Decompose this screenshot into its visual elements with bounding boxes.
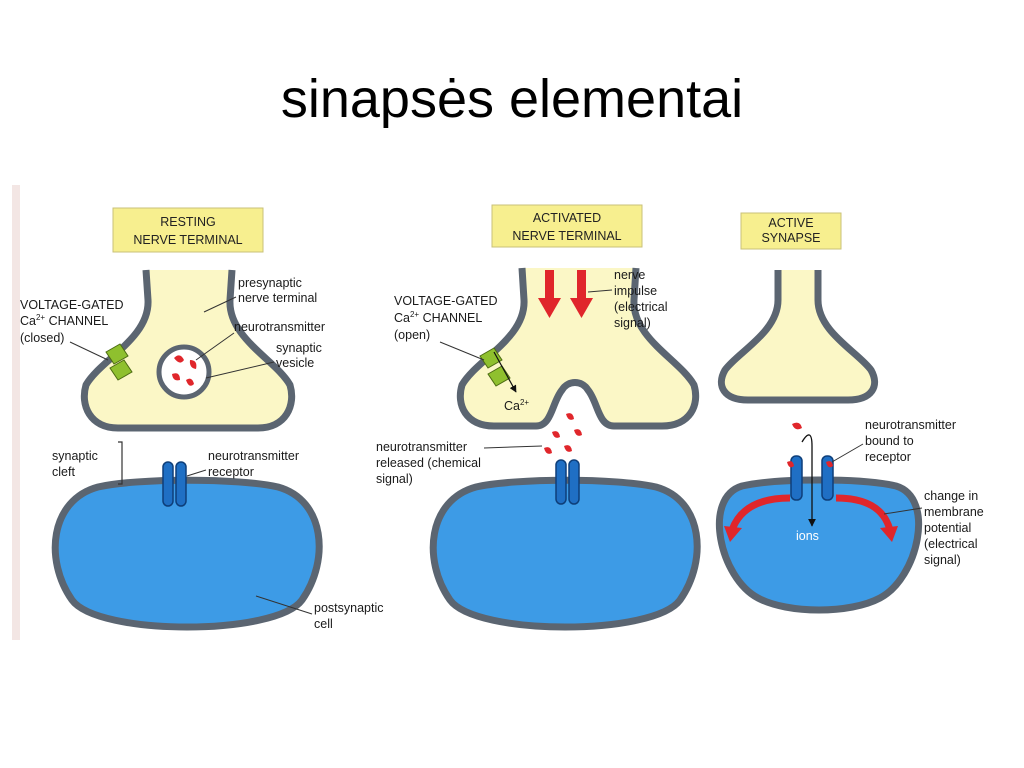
- active-header-line2: SYNAPSE: [761, 231, 820, 245]
- nerve-impulse-arrow-icon: [538, 270, 593, 318]
- resting-receptor-label-2: receptor: [208, 465, 254, 479]
- impulse-label-1: nerve: [614, 268, 645, 282]
- potential-label-3: potential: [924, 521, 971, 535]
- active-presynaptic-terminal: [717, 270, 879, 404]
- calcium-influx-arrow-icon: [493, 351, 517, 393]
- resting-presynaptic-label-1: presynaptic: [238, 276, 302, 290]
- calcium-ion-label: Ca2+: [504, 398, 529, 413]
- impulse-label-3: (electrical: [614, 300, 668, 314]
- leader-line: [255, 595, 313, 615]
- leader-line: [69, 341, 109, 361]
- page-edge: [12, 185, 20, 640]
- potential-label-5: signal): [924, 553, 961, 567]
- activated-header-line2: NERVE TERMINAL: [512, 229, 621, 243]
- bound-label-2: bound to: [865, 434, 914, 448]
- released-neurotransmitter-icon: [544, 413, 582, 454]
- potential-label-2: membrane: [924, 505, 984, 519]
- activated-header-line1: ACTIVATED: [533, 211, 601, 225]
- resting-channel-label-2: Ca2+ CHANNEL: [20, 313, 108, 328]
- leader-line: [186, 469, 207, 477]
- resting-vesicle-label-1: synaptic: [276, 341, 322, 355]
- resting-header-line1: RESTING: [160, 215, 216, 229]
- slide-title: sinapsės elementai: [280, 69, 744, 129]
- resting-postsynaptic-cell: [51, 476, 323, 631]
- resting-receptor-label-1: neurotransmitter: [208, 449, 299, 463]
- leader-line: [195, 332, 235, 361]
- resting-synaptic-vesicle: [156, 344, 212, 400]
- panel-active-synapse: ACTIVE SYNAPSE neurotransmitter bound to…: [715, 212, 984, 614]
- potential-arrow-right-icon: [835, 494, 894, 532]
- ions-label: ions: [796, 529, 819, 543]
- resting-vesicle-label-2: vesicle: [276, 356, 314, 370]
- potential-arrow-left-head: [724, 526, 742, 542]
- resting-channel-label-1: VOLTAGE-GATED: [20, 298, 124, 312]
- resting-cleft-label-1: synaptic: [52, 449, 98, 463]
- potential-label-4: (electrical: [924, 537, 978, 551]
- active-postsynaptic-cell: [715, 476, 923, 614]
- resting-neurotransmitter-label: neurotransmitter: [234, 320, 325, 334]
- cleft-bracket: [118, 441, 123, 485]
- resting-header-line2: NERVE TERMINAL: [133, 233, 242, 247]
- panel-activated: ACTIVATED NERVE TERMINAL: [376, 204, 701, 631]
- neurotransmitter-icon: [186, 378, 194, 386]
- potential-arrow-right-head: [880, 526, 898, 542]
- resting-header-box: [112, 207, 264, 253]
- activated-channel-label-3: (open): [394, 328, 430, 342]
- leader-line: [883, 507, 923, 515]
- resting-cleft-label-2: cleft: [52, 465, 75, 479]
- activated-channel-label-1: VOLTAGE-GATED: [394, 294, 498, 308]
- active-receptor-icon: [787, 455, 834, 501]
- resting-channel-label-3: (closed): [20, 331, 64, 345]
- neurotransmitter-icon: [172, 373, 180, 381]
- resting-calcium-channel-icon: [105, 343, 133, 381]
- ion-flow-arrow-icon: [801, 434, 816, 527]
- activated-presynaptic-terminal: [456, 267, 700, 430]
- panel-resting: RESTING NERVE TERMINAL presynaptic nerve…: [20, 207, 383, 631]
- activated-channel-label-2: Ca2+ CHANNEL: [394, 310, 482, 325]
- activated-postsynaptic-cell: [429, 476, 701, 631]
- resting-postsynaptic-label-2: cell: [314, 617, 333, 631]
- potential-arrow-left-icon: [728, 494, 791, 532]
- leader-line: [439, 341, 485, 361]
- resting-receptor-icon: [162, 461, 187, 507]
- resting-presynaptic-label-2: nerve terminal: [238, 291, 317, 305]
- released-label-1: neurotransmitter: [376, 440, 467, 454]
- released-label-2: released (chemical: [376, 456, 481, 470]
- leader-line: [205, 361, 275, 379]
- impulse-label-2: impulse: [614, 284, 657, 298]
- leader-line: [831, 443, 864, 463]
- resting-postsynaptic-label-1: postsynaptic: [314, 601, 383, 615]
- bound-label-3: receptor: [865, 450, 911, 464]
- bound-label-1: neurotransmitter: [865, 418, 956, 432]
- potential-label-1: change in: [924, 489, 978, 503]
- active-header-line1: ACTIVE: [768, 216, 813, 230]
- leader-line: [203, 296, 237, 313]
- neurotransmitter-icon: [174, 355, 184, 363]
- neurotransmitter-icon: [792, 422, 802, 430]
- leader-line: [483, 445, 543, 449]
- released-label-3: signal): [376, 472, 413, 486]
- activated-receptor-icon: [555, 459, 580, 505]
- impulse-label-4: signal): [614, 316, 651, 330]
- leader-line: [587, 289, 613, 293]
- active-header-box: [740, 212, 842, 250]
- activated-header-box: [491, 204, 643, 248]
- neurotransmitter-icon: [189, 360, 197, 369]
